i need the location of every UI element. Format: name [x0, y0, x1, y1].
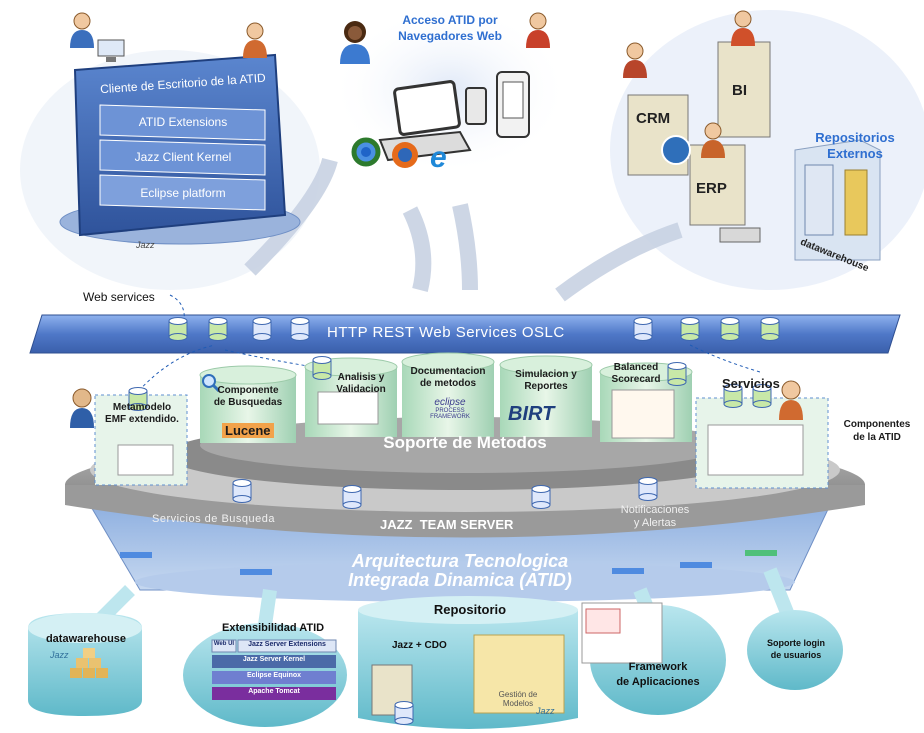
repo-jazz-logo: Jazz	[536, 706, 555, 716]
web-services-label: Web services	[83, 290, 155, 304]
server-crm: CRM	[636, 110, 671, 127]
server-bi: BI	[732, 82, 747, 99]
jazz-logo: Jazz	[136, 240, 155, 250]
external-repos-title: Repositorios Externos	[815, 130, 895, 161]
user-icon	[338, 20, 372, 64]
repository-sub: Jazz + CDO	[392, 640, 447, 651]
ext-web-ui: Web UI	[213, 641, 235, 647]
ext-equinox: Eclipse Equinox	[246, 672, 302, 679]
svg-text:e: e	[430, 141, 447, 174]
user-icon	[68, 12, 96, 48]
magnifier-icon	[200, 372, 221, 393]
dw-jazz-logo: Jazz	[50, 650, 69, 660]
layer-jazz-client-kernel: Jazz Client Kernel	[134, 150, 232, 164]
birt-badge: BIRT	[508, 403, 555, 425]
user-icon	[730, 10, 756, 46]
database-icon	[720, 317, 740, 341]
datawarehouse-label: datawarehouse	[45, 633, 127, 645]
database-icon	[531, 485, 551, 509]
user-icon	[68, 388, 96, 428]
database-icon	[723, 384, 743, 408]
ext-server-kernel: Jazz Server Kernel	[242, 656, 306, 663]
database-icon	[633, 317, 653, 341]
eclipse-badge: eclipse PROCESS FRAMEWORK	[430, 397, 470, 420]
database-icon	[290, 317, 310, 341]
database-icon	[667, 362, 687, 386]
database-icon	[208, 317, 228, 341]
ext-tomcat: Apache Tomcat	[248, 688, 300, 695]
extensibility-title: Extensibilidad ATID	[222, 622, 325, 634]
database-icon	[312, 356, 332, 380]
method-servicios: Servicios	[722, 376, 780, 391]
jazz-team-server-label: JAZZ TEAM SERVER	[380, 517, 514, 532]
database-icon	[638, 477, 658, 501]
database-icon	[760, 317, 780, 341]
user-icon	[525, 12, 551, 48]
search-services-label: Servicios de Busqueda	[152, 513, 276, 525]
database-icon	[394, 701, 414, 725]
bus-label: HTTP REST Web Services OSLC	[327, 324, 565, 341]
repository-title: Repositorio	[433, 602, 507, 617]
server-erp: ERP	[696, 180, 727, 197]
user-icon	[778, 380, 804, 420]
user-icon	[700, 122, 726, 158]
database-icon	[128, 387, 148, 411]
user-icon	[242, 22, 268, 58]
database-icon	[680, 317, 700, 341]
database-icon	[342, 485, 362, 509]
user-icon	[622, 42, 648, 78]
lucene-badge: Lucene	[222, 423, 274, 438]
database-icon	[168, 317, 188, 341]
monitor-icon	[96, 38, 126, 64]
ext-server-extensions: Jazz Server Extensions	[248, 641, 326, 648]
database-icon	[752, 384, 772, 408]
web-access-title: Acceso ATID por Navegadores Web	[398, 13, 502, 43]
methods-support-label: Soporte de Metodos	[383, 433, 547, 452]
layer-eclipse-platform: Eclipse platform	[140, 186, 226, 200]
database-icon	[232, 479, 252, 503]
database-icon	[252, 317, 272, 341]
layer-atid-extensions: ATID Extensions	[138, 115, 228, 129]
